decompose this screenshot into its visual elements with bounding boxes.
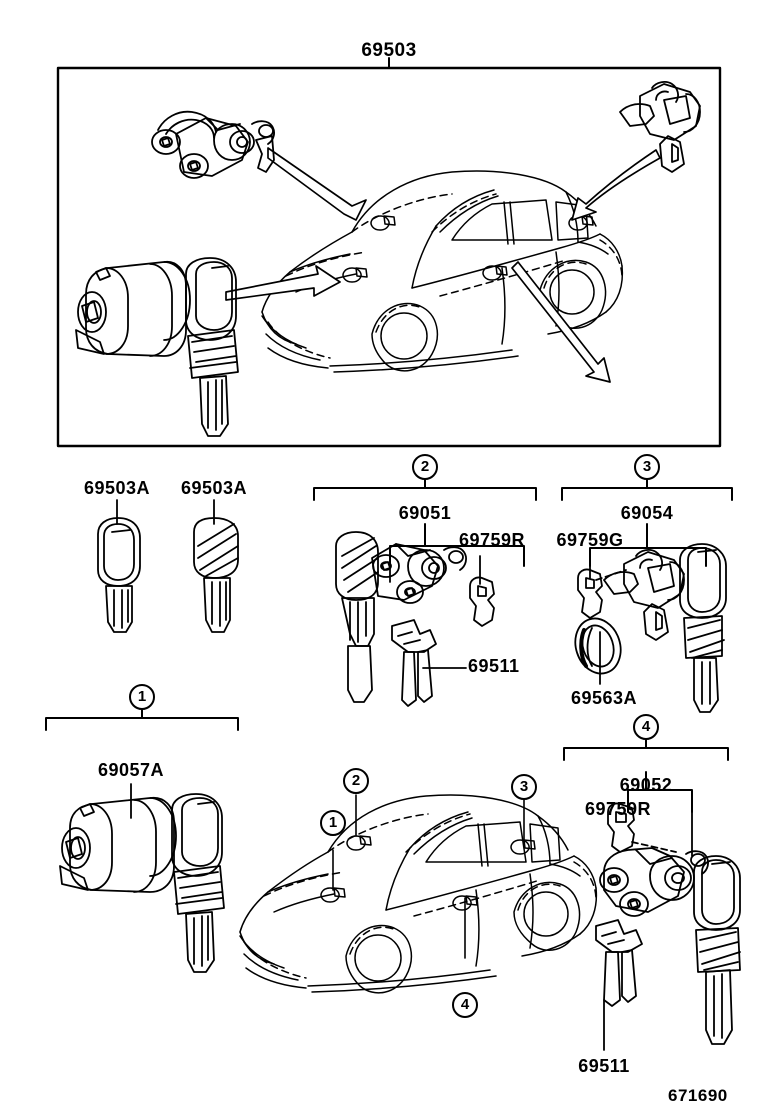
callout-badge-2: 2 [412,454,438,480]
group3-sub1-part-label: 69759G [556,530,624,550]
group2-door-lock-assembly [335,531,467,703]
group4-69511-cam [595,919,643,1007]
car-callout-badge-4: 4 [452,992,478,1018]
key-blank-valet-label: 69503A [180,478,248,498]
group2-sub1-part-label: 69759R [458,530,526,550]
footer-reference-number: 671690 [668,1086,728,1105]
group4-sub1-part-label: 69759R [584,799,652,819]
car-callout-badge-1: 1 [320,810,346,836]
key-blank-valet [193,499,239,633]
group3-sub2-part-label: 69563A [570,688,638,708]
group4-door-lock-assembly [599,847,741,1045]
group2-sub2-part-label: 69511 [468,656,520,676]
group3-main-part-label: 69054 [620,503,674,523]
key-blank-master-label: 69503A [83,478,151,498]
top-right-lock-part [619,81,701,173]
group4-leaders [603,803,693,1051]
group3-69759G-clip [577,568,603,619]
top-leader-arrows [225,147,661,383]
group3-lock-cylinder-with-key [603,543,727,713]
top-assembly-frame [56,57,722,448]
bottom-car-illustration [239,794,598,994]
car-callout-badge-2: 2 [343,768,369,794]
group1-ignition-cylinder [59,793,225,973]
key-blank-master [97,499,141,633]
top-left-door-lock-part [151,110,275,179]
group1-bracket [45,707,239,731]
bottom-lock-position-markers [320,835,536,911]
group1-main-part-label: 69057A [97,760,165,780]
car-callout-badge-3: 3 [511,774,537,800]
group4-main-part-label: 69052 [619,775,673,795]
group2-69511-cam [391,619,437,707]
group2-69759R-clip [469,576,495,627]
top-ignition-cylinder-with-key [75,257,239,437]
lock-position-markers [342,215,594,283]
callout-badge-1: 1 [129,684,155,710]
callout-badge-4: 4 [633,714,659,740]
group2-main-part-label: 69051 [398,503,452,523]
callout-badge-3: 3 [634,454,660,480]
group4-69759R-clip [607,802,635,853]
top-assembly-label: 69503 [361,40,417,61]
group4-sub2-part-label: 69511 [578,1056,630,1076]
group3-69563A-ring [574,617,622,675]
bottom-car-callout-leaders [332,794,525,959]
